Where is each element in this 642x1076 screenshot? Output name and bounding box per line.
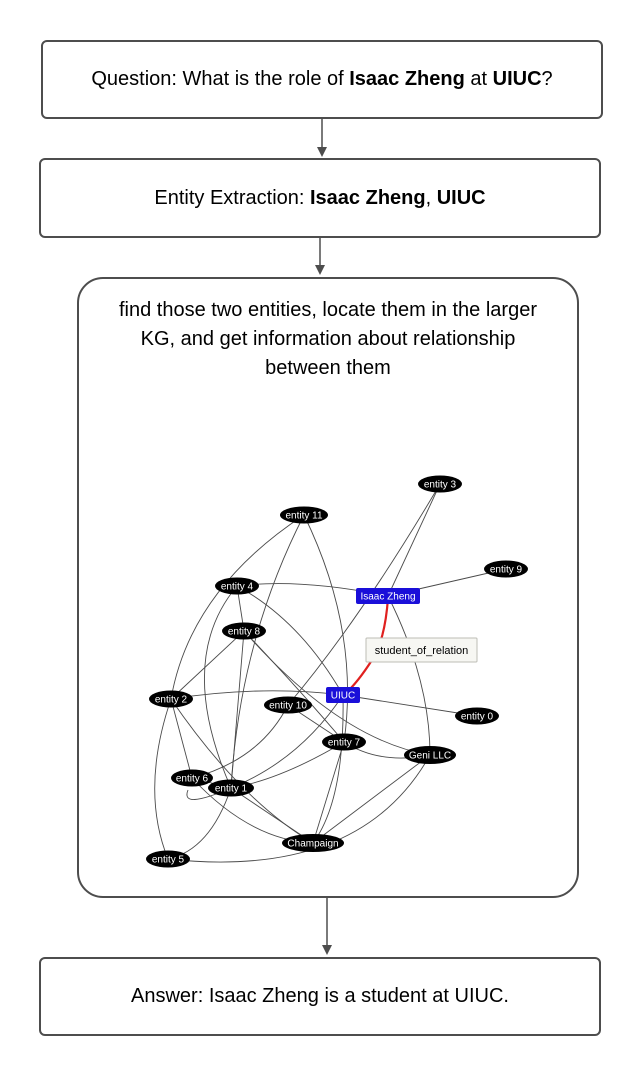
answer-box: Answer: Isaac Zheng is a student at UIUC… [39,957,601,1036]
edge-entity8-geni [243,630,431,756]
extraction-text: Entity Extraction: Isaac Zheng, UIUC [154,186,486,209]
kg-step-description: find those two entities, locate them in … [118,299,537,379]
arrow-extraction-to-kg [315,238,325,275]
relation-label-text: student_of_relation [375,645,469,657]
edge-entity7-entity1 [230,741,345,789]
node-label-entity10: entity 10 [269,701,307,712]
edge-entity2-entity6 [170,698,193,779]
node-shape-isaac [356,588,420,604]
edge-entity7-champaign [312,741,345,844]
node-entity3: entity 3 [418,475,462,493]
edge-entity8-entity2 [170,630,245,700]
node-label-entity11: entity 11 [285,511,322,522]
node-shape-entity11 [280,506,328,524]
question-entity-uiuc: UIUC [492,68,542,90]
node-shape-entity5 [146,850,190,868]
edge-entity2-entity5 [154,698,172,860]
node-label-entity6: entity 6 [176,774,209,785]
node-shape-entity10 [264,696,312,714]
arrow-kg-to-answer [322,898,332,955]
edge-uiuc-entity1 [230,694,344,789]
node-shape-entity4 [215,577,259,595]
edge-entity10-entity6 [191,704,289,779]
node-label-entity8: entity 8 [228,627,261,638]
node-entity0: entity 0 [455,707,499,725]
node-uiuc: UIUC [326,687,360,703]
node-entity5: entity 5 [146,850,190,868]
edge-entity11-entity2 [170,514,305,700]
node-entity7: entity 7 [322,733,366,751]
node-label-entity2: entity 2 [155,695,188,706]
arrow-question-to-extraction [317,119,327,157]
entity-extraction-box: Entity Extraction: Isaac Zheng, UIUC [39,158,601,238]
node-shape-entity1 [208,779,254,797]
node-label-entity1: entity 1 [215,784,248,795]
node-shape-entity7 [322,733,366,751]
node-entity10: entity 10 [264,696,312,714]
node-label-entity0: entity 0 [461,712,494,723]
node-label-entity5: entity 5 [152,855,185,866]
edge-entity4-uiuc [236,585,344,696]
edge-isaac-geni [387,595,431,756]
question-box: Question: What is the role of Isaac Zhen… [41,40,603,119]
node-entity11: entity 11 [280,506,328,524]
node-shape-uiuc [326,687,360,703]
node-isaac: Isaac Zheng [356,588,420,604]
node-geni: Geni LLC [404,746,456,764]
graph-nodes: entity 3 entity 11 entity 9 entity 4 Isaac Z… [146,475,528,868]
edge-uiuc-champaign [312,694,344,844]
node-label-entity4: entity 4 [221,582,254,593]
node-entity1: entity 1 [208,779,254,797]
node-label-isaac: Isaac Zheng [360,592,415,603]
node-label-entity3: entity 3 [424,480,457,491]
node-shape-geni [404,746,456,764]
node-label-geni: Geni LLC [409,751,451,762]
extracted-entity-isaac: Isaac Zheng [310,186,426,209]
node-shape-entity6 [171,769,213,787]
edge-entity2-uiuc [170,690,344,700]
node-entity8: entity 8 [222,622,266,640]
node-shape-entity0 [455,707,499,725]
node-entity6: entity 6 [171,769,213,787]
edge-entity1-champaign [230,787,314,844]
node-entity2: entity 2 [149,690,193,708]
edge-uiuc-entity0 [342,694,478,717]
edge-entity11-entity7 [303,514,348,743]
edge-entity3-entity10 [287,483,441,706]
edge-entity4-entity1 [203,585,238,789]
edge-geni-champaign [312,754,431,844]
edge-entity8-entity1 [230,630,245,789]
node-label-entity7: entity 7 [328,738,361,749]
node-shape-entity3 [418,475,462,493]
node-label-champaign: Champaign [287,839,338,850]
answer-text: Answer: Isaac Zheng is a student at UIUC… [131,985,509,1007]
graph-edges [154,483,507,863]
node-champaign: Champaign [282,834,344,852]
node-shape-entity8 [222,622,266,640]
question-text: Question: What is the role of Isaac Zhen… [91,68,553,90]
node-label-entity9: entity 9 [490,565,523,576]
node-shape-entity9 [484,560,528,578]
node-label-uiuc: UIUC [331,691,355,702]
relation-label: student_of_relation [365,637,478,663]
node-shape-entity2 [149,690,193,708]
edge-isaac-entity3 [387,483,441,597]
node-shape-champaign [282,834,344,852]
node-entity9: entity 9 [484,560,528,578]
question-entity-isaac: Isaac Zheng [349,68,465,90]
extracted-entity-uiuc: UIUC [436,186,486,209]
node-entity4: entity 4 [215,577,259,595]
